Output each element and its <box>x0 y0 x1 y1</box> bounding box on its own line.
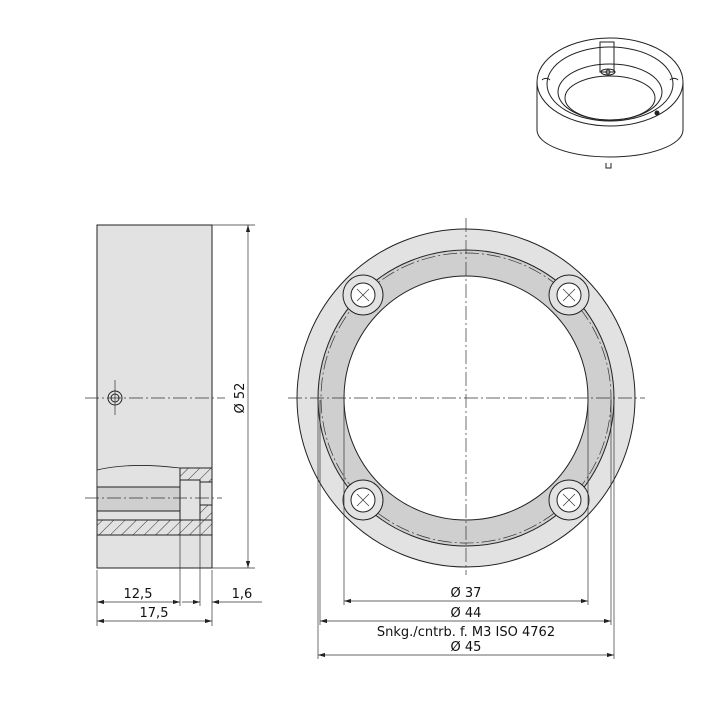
side-section-view: Ø 52 12,5 1,6 17,5 <box>85 224 262 626</box>
bolt-hole-icon <box>342 274 384 316</box>
bolt-hole-icon <box>342 479 384 521</box>
front-view: Ø 37 Ø 44 Snkg./cntrb. f. M3 ISO 4762 Ø … <box>288 218 645 659</box>
dim-side-height: Ø 52 <box>233 383 248 414</box>
bolt-hole-icon <box>548 479 590 521</box>
bolt-hole-icon <box>548 274 590 316</box>
dim-front-note: Snkg./cntrb. f. M3 ISO 4762 <box>377 625 555 640</box>
dim-side-depth-a: 12,5 <box>124 587 153 602</box>
dim-front-d37: Ø 37 <box>451 586 482 601</box>
dim-front-d45: Ø 45 <box>451 640 482 655</box>
dim-front-d44: Ø 44 <box>451 606 482 621</box>
dim-side-depth-b: 17,5 <box>140 606 169 621</box>
isometric-view <box>536 37 684 169</box>
dim-side-wall: 1,6 <box>232 587 253 602</box>
